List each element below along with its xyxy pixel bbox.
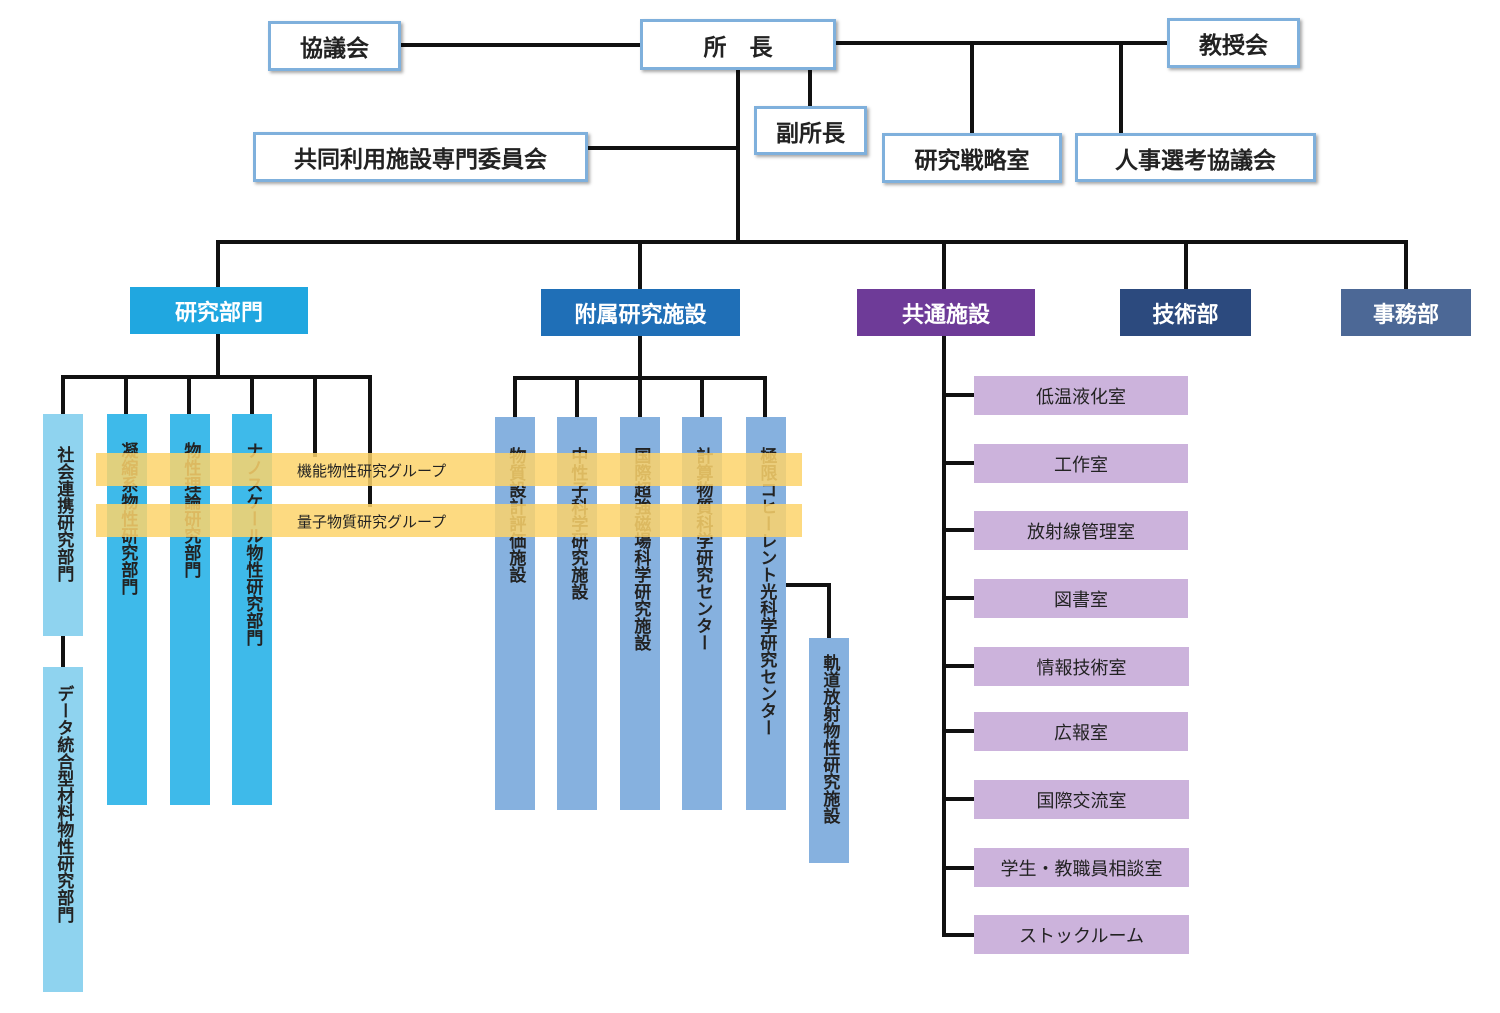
administration-department-header: 事務部 xyxy=(1341,289,1471,336)
joint-use-committee-box: 共同利用施設専門委員会 xyxy=(253,132,588,182)
personnel-council-box: 人事選考協議会 xyxy=(1075,133,1316,182)
common-item-cryogenic: 低温液化室 xyxy=(974,376,1188,415)
research-divisions-label: 研究部門 xyxy=(174,300,263,326)
joint-use-committee-label: 共同利用施設専門委員会 xyxy=(294,147,547,173)
division-social-collaboration: 社会連携研究部門 xyxy=(43,414,83,636)
facility-computational-label: 計算物質科学研究センター xyxy=(692,447,713,651)
strategy-office-box: 研究戦略室 xyxy=(882,133,1062,183)
division-data-integrated-materials: データ統合型材料物性研究部門 xyxy=(43,667,83,992)
common-item-library: 図書室 xyxy=(974,579,1188,618)
research-divisions-header: 研究部門 xyxy=(130,287,308,334)
council-label: 協議会 xyxy=(300,36,369,62)
group-band-quantum-materials xyxy=(96,504,802,537)
division-social-collaboration-label: 社会連携研究部門 xyxy=(53,446,74,582)
affiliated-facilities-header: 附属研究施設 xyxy=(541,289,740,336)
common-item-label: 広報室 xyxy=(1054,722,1108,744)
common-item-label: 国際交流室 xyxy=(1036,790,1127,812)
common-item-workshop: 工作室 xyxy=(974,444,1188,483)
deputy-director-label: 副所長 xyxy=(776,120,845,147)
division-data-integrated-materials-label: データ統合型材料物性研究部門 xyxy=(53,685,74,923)
technical-department-label: 技術部 xyxy=(1152,302,1219,328)
faculty-meeting-label: 教授会 xyxy=(1199,33,1268,59)
common-item-label: 図書室 xyxy=(1054,589,1108,611)
facility-coherent-photon-label: 極限コヒーレント光科学研究センター xyxy=(756,447,777,736)
common-item-label: 低温液化室 xyxy=(1036,386,1126,408)
group-label-quantum-materials: 量子物質研究グループ xyxy=(297,513,447,531)
common-item-stockroom: ストックルーム xyxy=(974,915,1189,954)
division-nanoscale-label: ナノスケール物性研究部門 xyxy=(242,442,263,646)
group-band-functional-materials xyxy=(96,453,802,486)
common-item-counseling: 学生・教職員相談室 xyxy=(974,848,1189,887)
facility-megagauss-label: 国際超強磁場科学研究施設 xyxy=(630,447,651,651)
common-item-public-relations: 広報室 xyxy=(974,712,1188,751)
facility-synchrotron-radiation: 軌道放射物性研究施設 xyxy=(809,638,849,863)
common-item-label: 工作室 xyxy=(1054,454,1108,476)
personnel-council-label: 人事選考協議会 xyxy=(1115,147,1276,174)
group-label-functional-materials: 機能物性研究グループ xyxy=(297,462,447,480)
common-item-it-office: 情報技術室 xyxy=(974,647,1189,686)
common-item-international-exchange: 国際交流室 xyxy=(974,780,1189,819)
common-facilities-label: 共通施設 xyxy=(901,302,990,328)
facility-synchrotron-radiation-label: 軌道放射物性研究施設 xyxy=(819,654,840,824)
affiliated-facilities-label: 附属研究施設 xyxy=(574,302,707,328)
common-facilities-header: 共通施設 xyxy=(857,289,1035,336)
council-box: 協議会 xyxy=(268,21,401,71)
strategy-office-label: 研究戦略室 xyxy=(914,148,1030,174)
common-item-label: ストックルーム xyxy=(1019,925,1144,947)
technical-department-header: 技術部 xyxy=(1120,289,1251,336)
common-item-radiation-safety: 放射線管理室 xyxy=(974,511,1188,550)
director-box: 所 長 xyxy=(640,19,836,70)
faculty-meeting-box: 教授会 xyxy=(1167,18,1300,68)
common-item-label: 学生・教職員相談室 xyxy=(1000,858,1163,880)
director-label: 所 長 xyxy=(703,34,773,61)
common-item-label: 放射線管理室 xyxy=(1027,521,1135,543)
common-item-label: 情報技術室 xyxy=(1036,657,1127,679)
administration-department-label: 事務部 xyxy=(1372,302,1439,328)
deputy-director-box: 副所長 xyxy=(754,106,867,155)
